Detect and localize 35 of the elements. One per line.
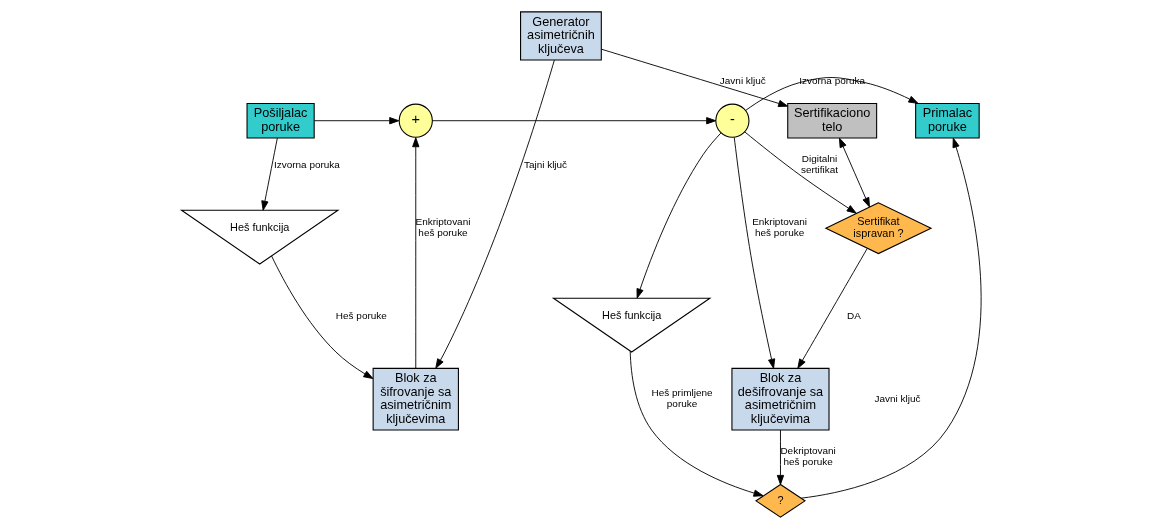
label: Javni ključ bbox=[874, 392, 921, 404]
edge-label: Enkriptovani heš poruke bbox=[752, 216, 807, 239]
edge-label: Tajni ključ bbox=[523, 158, 568, 170]
node-circle: + bbox=[398, 103, 433, 138]
arrow bbox=[776, 429, 785, 485]
arrow bbox=[797, 248, 868, 369]
arrow bbox=[271, 255, 374, 379]
arrow bbox=[629, 350, 764, 497]
node-box: Sertifikaciono telo bbox=[787, 102, 878, 139]
arrow bbox=[261, 137, 278, 211]
arrow bbox=[432, 117, 717, 125]
arrow bbox=[733, 137, 776, 369]
arrow bbox=[435, 59, 555, 369]
node-box: Pošiljalac poruke bbox=[246, 102, 315, 139]
node-circle: - bbox=[715, 103, 750, 138]
edge-label: DA bbox=[847, 309, 861, 321]
edge-label: Digitalni sertifikat bbox=[800, 153, 839, 176]
arrow bbox=[313, 117, 400, 125]
edge-label: Heš poruke bbox=[335, 309, 387, 321]
node-box: Blok za dešifrovanje sa asimetričnim ključevima bbox=[731, 367, 830, 431]
edge-label: Enkriptovani heš poruke bbox=[415, 216, 471, 239]
arrow bbox=[744, 131, 857, 214]
arrow bbox=[636, 132, 722, 299]
edge-label: Dekriptovani heš poruke bbox=[780, 445, 836, 468]
edge-label: Heš primljene poruke bbox=[651, 387, 713, 410]
arrow bbox=[412, 137, 420, 369]
edge-label: Javni ključ bbox=[719, 75, 766, 87]
node-box: Primalac poruke bbox=[915, 102, 980, 139]
node-box: Generator asimetričnih ključeva bbox=[520, 11, 602, 61]
node-box: Blok za šifrovanje sa asimetričnim ključevima bbox=[372, 367, 459, 431]
arrow bbox=[745, 77, 919, 111]
arrow bbox=[800, 137, 982, 499]
arrow bbox=[601, 48, 789, 107]
arrow bbox=[838, 137, 870, 208]
edge-label: Izvorna poruka bbox=[273, 158, 340, 170]
